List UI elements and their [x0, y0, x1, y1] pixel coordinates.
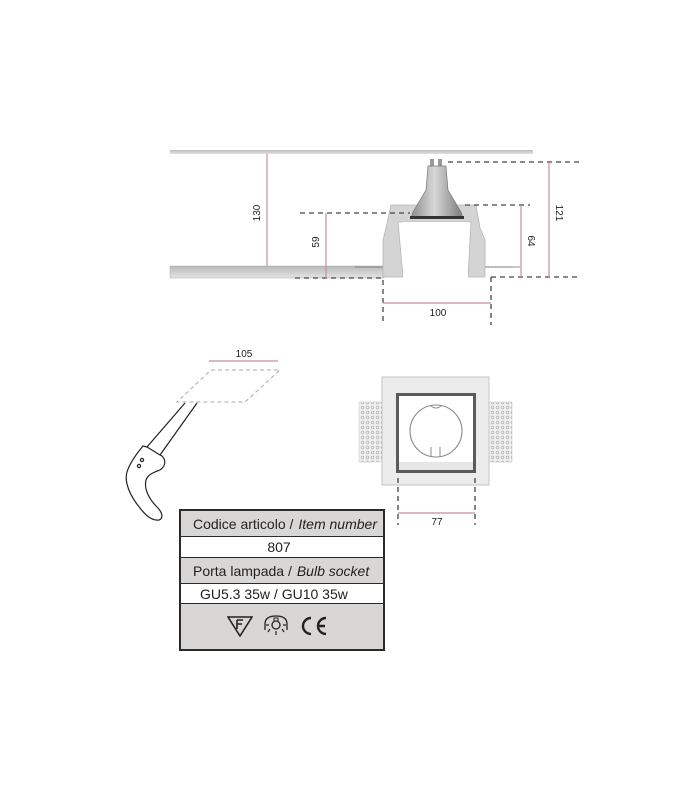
item-number-row: 807 [181, 537, 383, 558]
dim-label-121: 121 [553, 205, 564, 222]
bulb-socket-value: GU5.3 35w / GU10 35w [200, 585, 348, 602]
f-mark-icon [226, 615, 254, 639]
bulb-socket-header: Porta lampada / Bulb socket [181, 558, 383, 584]
mesh-flange-right [488, 401, 513, 463]
dim-label-77: 77 [431, 517, 443, 528]
ceiling-slab [170, 150, 533, 154]
cutout-view: 105 [125, 349, 282, 521]
dim-label-105: 105 [236, 349, 253, 360]
ce-mark-icon [299, 615, 329, 639]
item-number-label-en: Item number [298, 515, 377, 532]
top-view: 77 [358, 376, 513, 528]
lamp-safety-icon [263, 614, 289, 640]
gu10-bulb [410, 159, 464, 219]
dim-label-130: 130 [252, 204, 263, 221]
mesh-flange-left [358, 401, 384, 463]
certifications-row [181, 604, 383, 649]
section-view: 130 59 64 121 100 [169, 150, 580, 325]
plasterboard-right [485, 266, 520, 268]
bulb-socket-row: GU5.3 35w / GU10 35w [181, 584, 383, 604]
reference-lines [295, 161, 580, 325]
plaster-housing [382, 204, 486, 278]
item-number-header: Codice articolo / Item number [181, 511, 383, 537]
item-number-value: 807 [267, 539, 291, 555]
bulb-socket-label-it: Porta lampada / [193, 562, 292, 579]
dim-label-100: 100 [430, 308, 447, 319]
spec-table: Codice articolo / Item number 807 Porta … [179, 509, 385, 651]
bulb-ring [409, 404, 463, 458]
dim-label-59: 59 [311, 236, 322, 248]
plasterboard [169, 265, 385, 279]
cutout-outline [175, 369, 282, 403]
dim-label-64: 64 [525, 235, 536, 247]
item-number-label-it: Codice articolo / [193, 515, 294, 532]
bulb-socket-label-en: Bulb socket [296, 562, 370, 579]
saw-icon [125, 402, 198, 521]
